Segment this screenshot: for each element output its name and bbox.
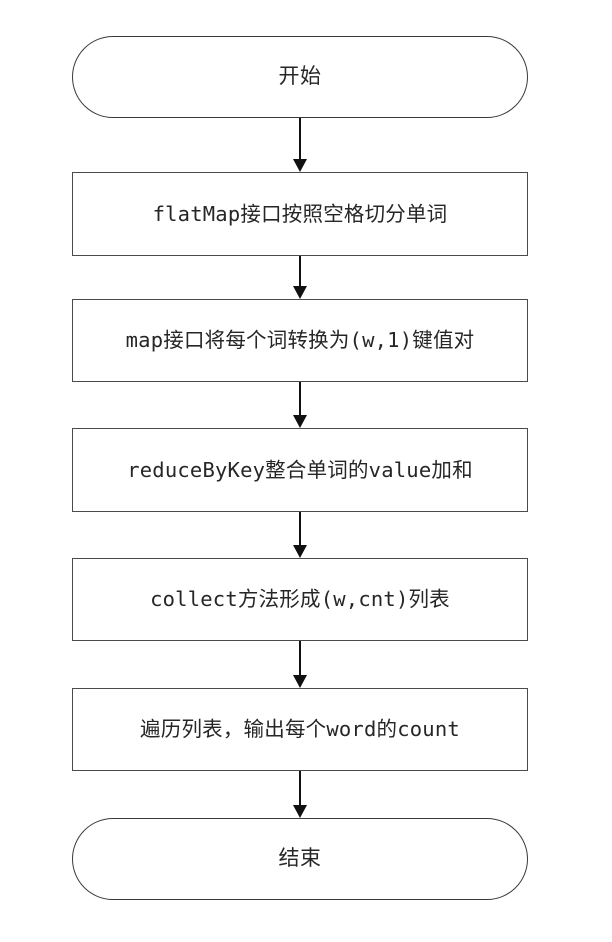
node-step4-label: collect方法形成(w,cnt)列表 — [150, 587, 450, 612]
connector-line — [299, 771, 301, 805]
down-arrow-icon — [293, 545, 307, 558]
node-start[interactable]: 开始 — [72, 36, 528, 118]
node-step2[interactable]: map接口将每个词转换为(w,1)键值对 — [72, 299, 528, 382]
node-step3[interactable]: reduceByKey整合单词的value加和 — [72, 428, 528, 512]
node-step4[interactable]: collect方法形成(w,cnt)列表 — [72, 558, 528, 641]
connector-line — [299, 382, 301, 415]
down-arrow-icon — [293, 675, 307, 688]
connector-line — [299, 512, 301, 545]
connector-line — [299, 256, 301, 286]
node-end-label: 结束 — [278, 846, 322, 871]
node-step1[interactable]: flatMap接口按照空格切分单词 — [72, 172, 528, 256]
connector-line — [299, 641, 301, 675]
connector-line — [299, 118, 301, 159]
node-end[interactable]: 结束 — [72, 818, 528, 900]
down-arrow-icon — [293, 286, 307, 299]
down-arrow-icon — [293, 415, 307, 428]
node-step5-label: 遍历列表，输出每个word的count — [140, 717, 460, 742]
node-start-label: 开始 — [278, 64, 322, 89]
down-arrow-icon — [293, 805, 307, 818]
node-step1-label: flatMap接口按照空格切分单词 — [152, 201, 448, 226]
node-step5[interactable]: 遍历列表，输出每个word的count — [72, 688, 528, 771]
down-arrow-icon — [293, 159, 307, 172]
node-step3-label: reduceByKey整合单词的value加和 — [127, 457, 473, 482]
node-step2-label: map接口将每个词转换为(w,1)键值对 — [125, 328, 475, 353]
